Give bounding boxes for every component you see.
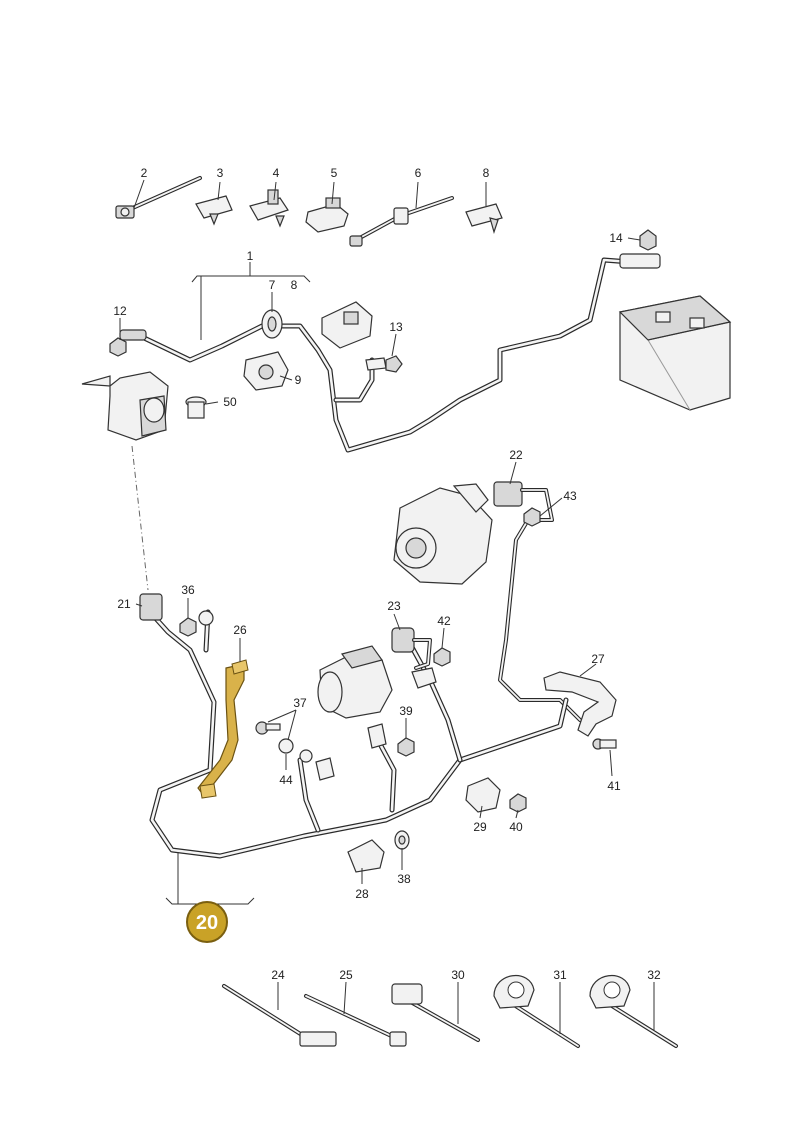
clip-3[interactable] <box>195 195 233 226</box>
terminal-cap[interactable] <box>315 757 335 781</box>
bolt-41[interactable] <box>592 738 617 750</box>
nut-43[interactable] <box>523 507 541 527</box>
engine-wiring-harness[interactable] <box>147 609 569 859</box>
ring-terminal-2[interactable] <box>299 749 313 763</box>
alternator[interactable] <box>393 483 493 585</box>
label-29: 29 <box>473 820 487 834</box>
label-25: 25 <box>339 968 353 982</box>
nut-14[interactable] <box>639 229 657 251</box>
label-50: 50 <box>223 395 237 409</box>
battery[interactable] <box>618 295 732 411</box>
ground-strap-13[interactable] <box>365 357 387 371</box>
label-8: 8 <box>291 278 298 292</box>
cable-clip[interactable] <box>411 667 437 689</box>
leader-lines <box>119 179 655 1034</box>
bracket-left[interactable] <box>81 371 169 441</box>
cable-clamp-32[interactable] <box>589 975 678 1048</box>
connector-23[interactable] <box>391 627 432 670</box>
ground-strap-26[interactable] <box>197 659 249 799</box>
label-44: 44 <box>279 773 293 787</box>
cable-clamp-31[interactable] <box>493 975 580 1048</box>
label-28: 28 <box>355 887 369 901</box>
label-42: 42 <box>437 614 451 628</box>
clip-4[interactable] <box>249 189 289 228</box>
label-22: 22 <box>509 448 523 462</box>
label-12: 12 <box>113 304 127 318</box>
label-26: 26 <box>233 623 247 637</box>
terminal-lug[interactable] <box>367 723 387 749</box>
badge-20[interactable]: 20 <box>186 901 228 943</box>
label-5: 5 <box>331 166 338 180</box>
fuse-holder[interactable] <box>321 301 373 349</box>
connector-21[interactable] <box>139 593 163 621</box>
bolt-50[interactable] <box>185 396 207 419</box>
bolt-37[interactable] <box>255 721 281 735</box>
label-27: 27 <box>591 652 605 666</box>
label-24: 24 <box>271 968 285 982</box>
label-30: 30 <box>451 968 465 982</box>
nut-13[interactable] <box>385 355 403 373</box>
label-21: 21 <box>117 597 131 611</box>
nut-42[interactable] <box>433 647 451 667</box>
label-37: 37 <box>293 696 307 710</box>
label-31: 31 <box>553 968 567 982</box>
label-6: 6 <box>415 166 422 180</box>
label-40: 40 <box>509 820 523 834</box>
label-38: 38 <box>397 872 411 886</box>
battery-cable-harness-1[interactable] <box>119 253 661 453</box>
cable-tie-2[interactable] <box>115 176 202 219</box>
holder-5[interactable] <box>305 197 349 233</box>
label-8-top: 8 <box>483 166 490 180</box>
bracket-28[interactable] <box>347 839 385 873</box>
label-36: 36 <box>181 583 195 597</box>
label-41: 41 <box>607 779 621 793</box>
badge-20-label: 20 <box>196 912 218 934</box>
nut-40[interactable] <box>509 793 527 813</box>
label-43: 43 <box>563 489 577 503</box>
label-14: 14 <box>609 231 623 245</box>
nut-39[interactable] <box>397 737 415 757</box>
label-13: 13 <box>389 320 403 334</box>
label-39: 39 <box>399 704 413 718</box>
ring-terminal[interactable] <box>198 610 214 626</box>
grommet-7[interactable] <box>261 309 283 339</box>
label-2: 2 <box>141 166 148 180</box>
holder-9[interactable] <box>243 351 289 391</box>
label-1: 1 <box>247 249 254 263</box>
label-32: 32 <box>647 968 661 982</box>
cable-tie-24[interactable] <box>222 984 337 1047</box>
cable-tie-25[interactable] <box>304 994 407 1047</box>
label-23: 23 <box>387 599 401 613</box>
washer-38[interactable] <box>394 830 410 850</box>
bracket-27[interactable] <box>543 671 617 737</box>
label-9: 9 <box>295 373 302 387</box>
cable-tie-6[interactable] <box>349 196 454 247</box>
starter-motor[interactable] <box>317 645 393 719</box>
label-7: 7 <box>269 278 276 292</box>
terminal-44[interactable] <box>278 738 294 754</box>
connector-22[interactable] <box>493 481 582 722</box>
clip-8[interactable] <box>465 203 503 235</box>
label-4: 4 <box>273 166 280 180</box>
nut-12[interactable] <box>109 337 127 357</box>
cable-tie-30[interactable] <box>391 983 480 1042</box>
label-3: 3 <box>217 166 224 180</box>
holder-29[interactable] <box>465 777 501 813</box>
nut-36[interactable] <box>179 617 197 637</box>
